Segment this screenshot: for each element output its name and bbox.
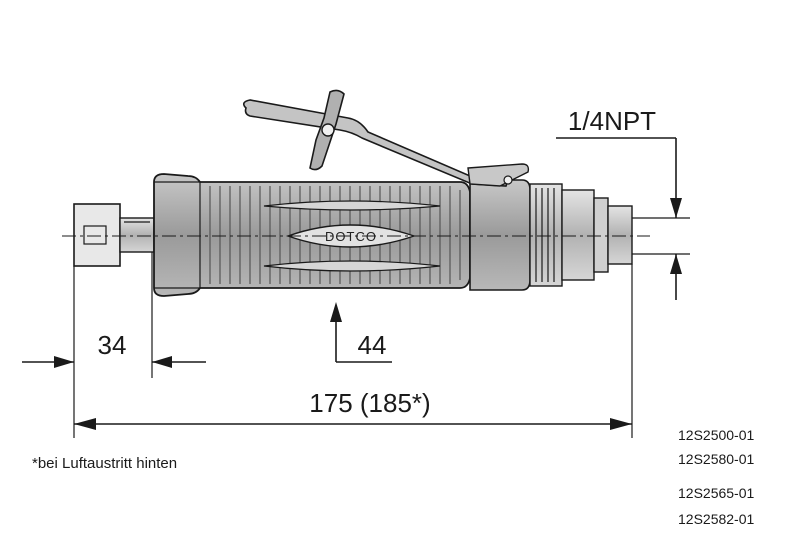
spindle-shaft bbox=[119, 217, 155, 253]
model-item: 12S2580-01 bbox=[678, 451, 755, 467]
rear-housing bbox=[469, 179, 633, 291]
footnote: *bei Luftaustritt hinten bbox=[32, 455, 177, 472]
model-list: 12S2500-01 12S2580-01 12S2565-01 12S2582… bbox=[678, 427, 755, 527]
collet-nut bbox=[73, 203, 121, 267]
throttle-lever bbox=[242, 89, 530, 187]
extension-lines bbox=[73, 252, 633, 438]
dim-thread: 1/4NPT bbox=[556, 106, 690, 300]
model-item: 12S2582-01 bbox=[678, 511, 755, 527]
dim-length: 175 (185*) bbox=[74, 388, 632, 430]
dim-length-label: 175 (185*) bbox=[309, 388, 430, 418]
dim-collet: 34 bbox=[22, 330, 206, 368]
model-item: 12S2500-01 bbox=[678, 427, 755, 443]
dim-collet-label: 34 bbox=[98, 330, 127, 360]
model-item: 12S2565-01 bbox=[678, 485, 755, 501]
grip-body: DOTCO bbox=[153, 173, 471, 297]
dim-diameter: 44 bbox=[330, 302, 392, 363]
dim-thread-label: 1/4NPT bbox=[568, 106, 656, 136]
dim-diameter-label: 44 bbox=[358, 330, 387, 360]
